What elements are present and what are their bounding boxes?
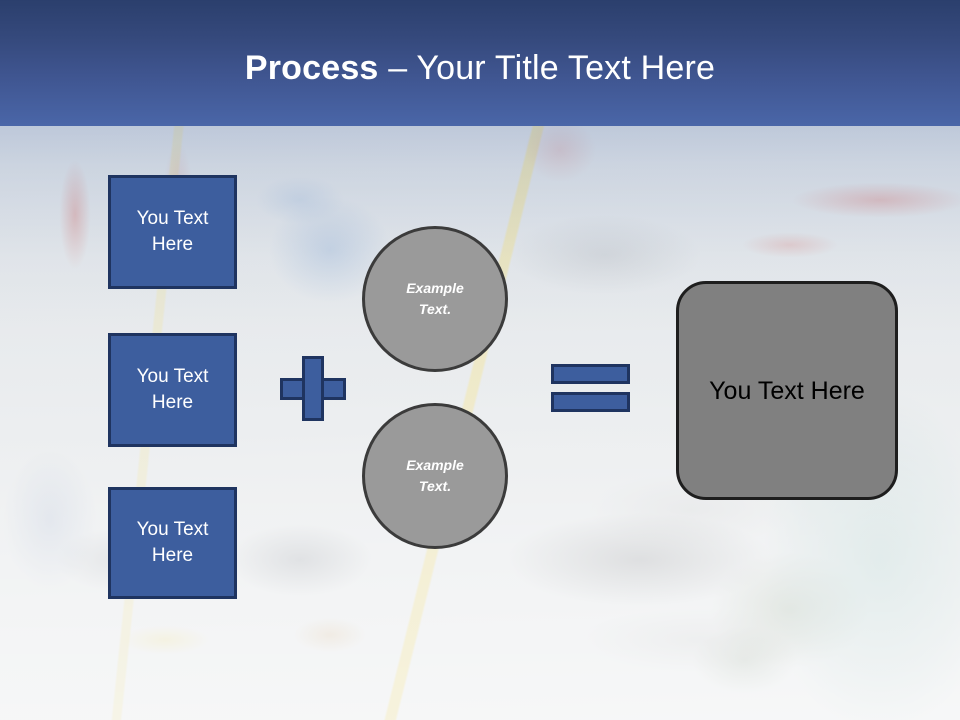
result-box[interactable]: You Text Here bbox=[676, 281, 898, 500]
equals-icon-top-bar bbox=[551, 364, 630, 384]
page-title-bold: Process bbox=[244, 49, 379, 87]
plus-icon-center bbox=[305, 381, 321, 397]
equals-icon bbox=[551, 364, 630, 412]
title-bar bbox=[0, 0, 960, 126]
plus-icon bbox=[280, 356, 346, 421]
page-title: Process – Your Title Text Here bbox=[0, 48, 960, 88]
result-box-label: You Text Here bbox=[709, 376, 865, 405]
equals-icon-bottom-bar bbox=[551, 392, 630, 412]
page-title-rest: – Your Title Text Here bbox=[378, 49, 716, 87]
